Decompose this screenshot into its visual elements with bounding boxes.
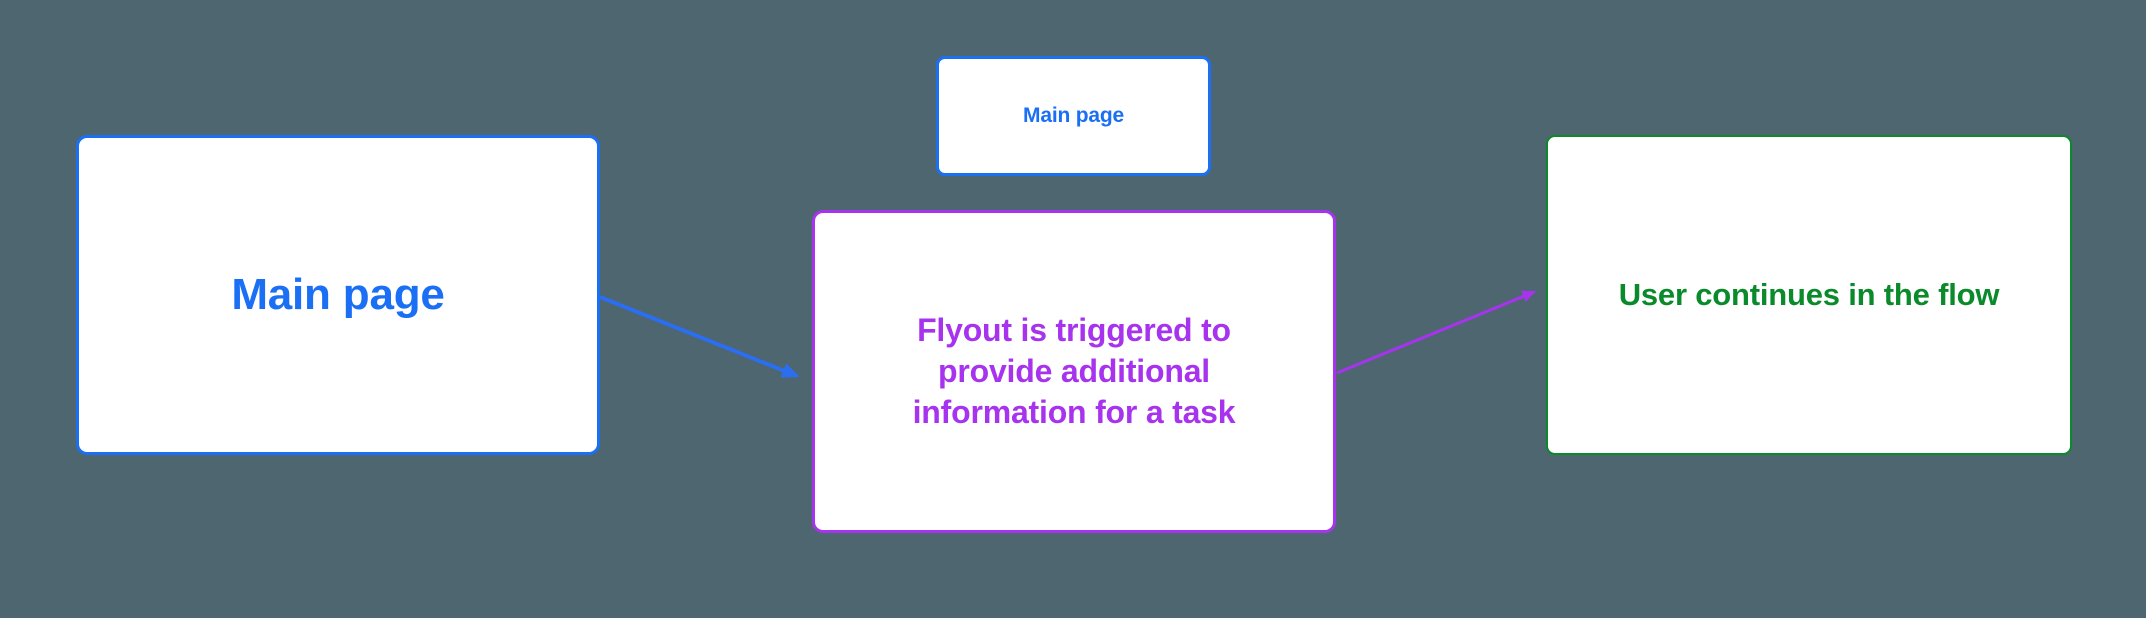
node-main-page-small-label: Main page [1023, 103, 1124, 127]
node-main-page-large-label: Main page [231, 270, 445, 320]
node-user-continues[interactable]: User continues in the flow [1546, 135, 2072, 455]
node-flyout[interactable]: Flyout is triggered to provide additiona… [812, 210, 1336, 533]
connector-flyout-to-user-continues [1336, 290, 1537, 375]
node-main-page-small[interactable]: Main page [936, 56, 1211, 176]
node-flyout-label: Flyout is triggered to provide additiona… [912, 312, 1236, 430]
node-main-page-large[interactable]: Main page [76, 135, 600, 455]
node-user-continues-label: User continues in the flow [1618, 276, 2000, 312]
connector-main-page-to-flyout [599, 295, 800, 378]
